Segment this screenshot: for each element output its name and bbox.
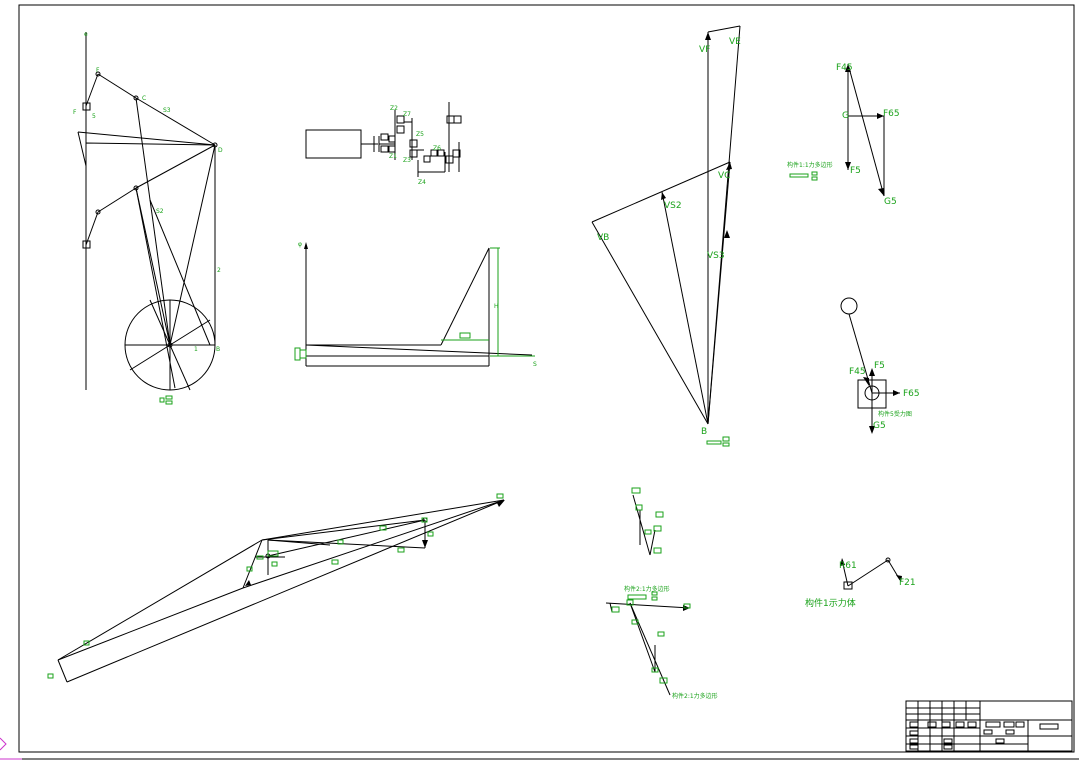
slider-block [82, 240, 91, 249]
label-f5-fb: F5 [874, 361, 885, 371]
component2-diagrams: 构件2:1力多边形 构件2:1力多边形 [605, 487, 718, 700]
label-s3: S3 [163, 107, 171, 114]
label-vc: VC [718, 171, 730, 181]
title-block [905, 700, 1073, 752]
label-1: 1 [194, 346, 198, 353]
free-body-diagram-member5: F5 F45 F65 G5 构件5受力图 [840, 297, 920, 434]
fb2-title: 构件1示力体 [805, 597, 856, 609]
label-vf: VF [699, 45, 710, 55]
label-5: 5 [92, 113, 96, 120]
label-b-pole: B [701, 427, 707, 437]
label-vb: VB [597, 233, 609, 243]
slider-block [82, 102, 91, 111]
label-c: C [142, 95, 146, 102]
label-d: D [218, 147, 223, 154]
label-f21: F21 [899, 578, 916, 588]
label-f5: F5 [850, 166, 861, 176]
label-z2: Z2 [390, 105, 398, 112]
label-z1: Z1 [389, 153, 397, 160]
label-f65: F65 [883, 109, 900, 119]
label-f65-fb: F65 [903, 389, 920, 399]
label-f45: F45 [836, 63, 853, 73]
label-b: B [216, 346, 220, 353]
ucs-marker [0, 737, 7, 751]
label-z7: Z7 [403, 111, 411, 118]
linkage-diagram: e F F 5 C S3 D S2 2 1 B [73, 31, 223, 405]
label-r61: R61 [839, 561, 857, 571]
force-polygon: F45 G F65 F5 G5 [836, 63, 900, 207]
label-z6: Z6 [433, 145, 441, 152]
label-vs2: VS2 [664, 201, 682, 211]
label-e: e [84, 31, 88, 38]
scale-note: 构件1:1力多边形 [787, 161, 833, 169]
label-2: 2 [217, 267, 221, 274]
label-s2: S2 [156, 208, 164, 215]
label-vs3: VS3 [707, 251, 725, 261]
label-f: F [96, 67, 100, 74]
free-body-diagram-member1: R61 F21 构件1示力体 [805, 557, 916, 609]
label-f45-fb: F45 [849, 367, 866, 377]
label-ve: VE [729, 37, 741, 47]
comp2-title-top: 构件2:1力多边形 [624, 585, 670, 593]
label-h: H [494, 303, 499, 310]
force-displacement-graph: φ S H [294, 241, 537, 368]
mechanism-diagram-lower [47, 493, 505, 683]
label-g5: G5 [884, 197, 897, 207]
label-z3: Z3 [403, 157, 411, 164]
label-y-axis: φ [298, 241, 302, 248]
label-f-left: F [73, 109, 77, 116]
label-x-axis: S [533, 361, 537, 368]
label-g5-fb: G5 [873, 421, 886, 431]
velocity-polygon: VF VE VC VB VS2 VS3 B 构件1:1力多边形 [591, 25, 833, 447]
label-g: G [842, 111, 849, 121]
label-z5: Z5 [416, 131, 424, 138]
label-z4: Z4 [418, 179, 426, 186]
drawing-frame [18, 4, 1075, 753]
comp2-title-bottom: 构件2:1力多边形 [672, 692, 718, 700]
fb1-title: 构件5受力图 [878, 410, 912, 418]
gear-train-diagram: Z2 Z7 Z5 Z1 Z3 Z4 Z6 [305, 102, 462, 186]
motor-box [305, 129, 362, 159]
